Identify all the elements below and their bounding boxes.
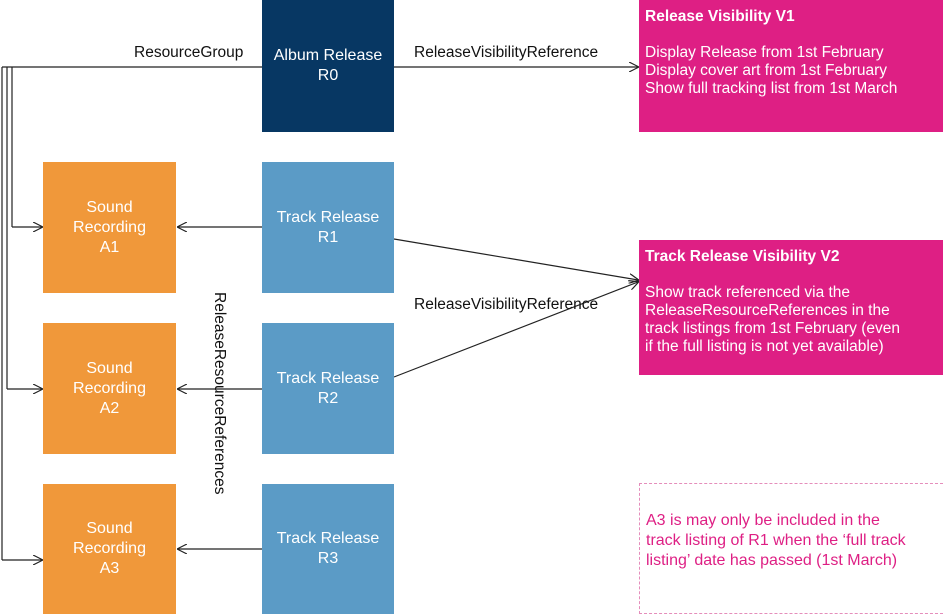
- track-release-label: Track Release: [276, 530, 380, 547]
- release-visibility-v1-title: Release Visibility V1: [645, 8, 795, 25]
- track-release-id: R1: [317, 228, 339, 246]
- release-visibility-reference-label-mid: ReleaseVisibilityReference: [414, 296, 599, 313]
- track-release-r2-box: Track Release R2: [262, 323, 394, 454]
- track-release-visibility-v2-line: track listings from 1st February (even: [645, 320, 900, 337]
- release-visibility-v1-box: Release Visibility V1 Display Release fr…: [639, 0, 943, 132]
- sound-recording-a1-box: Sound Recording A1: [43, 162, 176, 293]
- track-release-visibility-v2-line: ReleaseResourceReferences in the: [645, 302, 890, 319]
- sound-recording-label: Sound: [86, 359, 133, 377]
- sound-recording-a3-box: Sound Recording A3: [43, 484, 176, 614]
- track-release-visibility-v2-title: Track Release Visibility V2: [645, 248, 840, 265]
- track-release-id: R3: [317, 550, 339, 567]
- track-r1-visibility-arrow: [393, 238, 638, 280]
- album-release-label: Album Release: [273, 47, 383, 64]
- album-release-id: R0: [317, 67, 339, 84]
- sound-recording-id: A1: [99, 238, 120, 256]
- sound-recording-id: A3: [99, 560, 120, 577]
- resource-group-label: ResourceGroup: [134, 44, 244, 61]
- track-release-label: Track Release: [276, 369, 380, 387]
- note-line: A3 is may only be included in the: [646, 512, 880, 529]
- track-r2-visibility-arrow: [393, 282, 638, 378]
- release-resource-references-label: ReleaseResourceReferences: [211, 292, 228, 495]
- sound-recording-label: Recording: [73, 540, 146, 557]
- track-release-visibility-v2-box: Track Release Visibility V2 Show track r…: [639, 240, 943, 375]
- track-release-r3-box: Track Release R3: [262, 484, 394, 614]
- album-release-box: Album Release R0: [262, 0, 394, 132]
- note-line: track listing of R1 when the ‘full track: [646, 532, 906, 549]
- sound-recording-label: Recording: [73, 218, 146, 236]
- note-line: listing’ date has passed (1st March): [646, 552, 898, 569]
- sound-recording-id: A2: [99, 399, 120, 417]
- track-release-id: R2: [317, 389, 339, 407]
- sound-recording-label: Sound: [86, 520, 133, 537]
- release-visibility-reference-label-top: ReleaseVisibilityReference: [414, 44, 599, 61]
- sound-recording-a2-box: Sound Recording A2: [43, 323, 176, 454]
- release-visibility-v1-line: Display cover art from 1st February: [645, 62, 888, 79]
- track-release-label: Track Release: [276, 208, 380, 226]
- sound-recording-label: Sound: [86, 198, 133, 216]
- sound-recording-label: Recording: [73, 379, 146, 397]
- track-release-visibility-v2-line: Show track referenced via the: [645, 284, 851, 301]
- track-release-r1-box: Track Release R1: [262, 162, 394, 293]
- track-release-visibility-v2-line: if the full listing is not yet available…: [645, 338, 884, 355]
- full-track-listing-note: A3 is may only be included in the track …: [639, 483, 943, 614]
- release-visibility-v1-line: Show full tracking list from 1st March: [645, 80, 898, 97]
- release-visibility-v1-line: Display Release from 1st February: [645, 44, 884, 61]
